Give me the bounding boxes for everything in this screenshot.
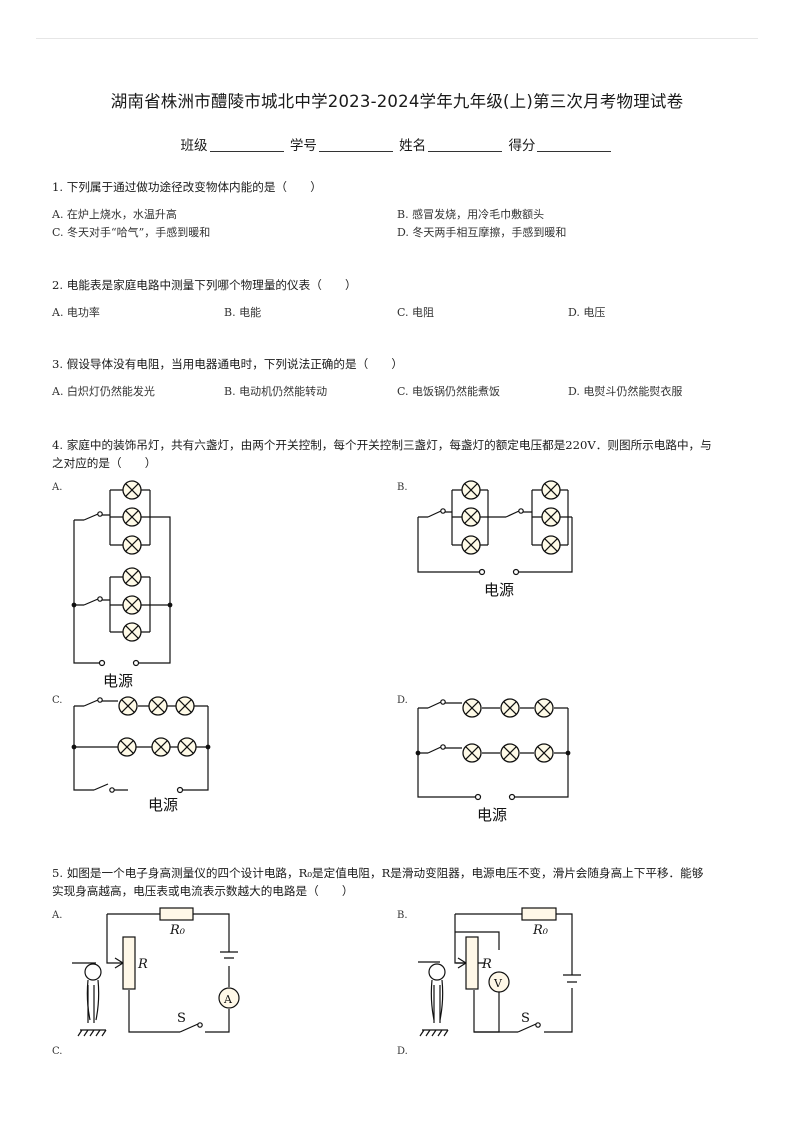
q5-a-rheostat [122,936,136,990]
name-label: 姓名 [399,138,427,154]
q4-option-a-letter[interactable]: A. [52,482,63,493]
q3-option-d[interactable]: D. 电熨斗仍然能熨衣服 [568,385,683,398]
q2-option-c[interactable]: C. 电阻 [397,306,435,319]
q2-option-a[interactable]: A. 电功率 [52,306,100,319]
student-no-label: 学号 [289,138,317,154]
q5-b-person-body-icon [430,979,444,1021]
q5-a-r0-label: R₀ [169,923,186,938]
q2-option-b[interactable]: B. 电能 [224,306,262,319]
question-3-stem: 3. 假设导体没有电阻，当用电器通电时，下列说法正确的是（ ） [52,357,403,371]
question-5-stem-line2: 实现身高越高，电压表或电流表示数越大的电路是（ ） [52,884,354,898]
q5-b-slider-icon [457,957,467,969]
question-4-stem-line2: 之对应的是（ ） [52,456,157,470]
q1-option-c[interactable]: C. 冬天对手“哈气”，手感到暖和 [52,226,211,239]
q5-a-r0 [159,907,194,921]
q5-option-d-letter[interactable]: D. [397,1046,408,1057]
q1-option-a[interactable]: A. 在炉上烧水，水温升高 [52,208,177,221]
q5-b-r-label: R [481,957,492,972]
class-label: 班级 [180,138,208,154]
q4-circuit-c[interactable] [71,697,211,794]
q5-option-a-letter[interactable]: A. [52,910,63,921]
q3-option-a[interactable]: A. 白炽灯仍然能发光 [52,385,155,398]
student-info-line: 班级 学号 姓名 得分 [0,134,794,154]
q5-b-voltmeter-icon [488,971,510,993]
q5-a-ammeter-label: A [223,993,233,1006]
q4-a-source-label: 电源 [103,672,133,690]
q5-b-r0 [521,907,557,921]
q4-b-source-label: 电源 [484,581,514,599]
q4-option-d-letter[interactable]: D. [397,695,408,706]
q5-b-s-label: S [521,1011,530,1026]
q5-option-b-letter[interactable]: B. [397,910,408,921]
name-blank[interactable] [428,150,503,152]
question-2-stem: 2. 电能表是家庭电路中测量下列哪个物理量的仪表（ ） [52,278,357,292]
q4-option-c-letter[interactable]: C. [52,695,63,706]
class-blank[interactable] [209,150,284,152]
q4-circuit-a[interactable] [71,489,173,667]
score-blank[interactable] [537,150,612,152]
q5-a-person-body-icon [86,979,100,1021]
score-label: 得分 [508,138,536,154]
q1-option-b[interactable]: B. 感冒发烧，用冷毛巾敷额头 [397,208,545,221]
q3-option-c[interactable]: C. 电饭锅仍然能煮饭 [397,385,501,398]
q5-b-rheostat [465,936,479,990]
q4-option-b-letter[interactable]: B. [397,482,408,493]
q5-a-r-label: R [137,957,148,972]
q2-option-d[interactable]: D. 电压 [568,306,606,319]
question-1-stem: 1. 下列属于通过做功途径改变物体内能的是（ ） [52,180,322,194]
q1-option-d[interactable]: D. 冬天两手相互摩擦，手感到暖和 [397,226,567,239]
q5-b-voltmeter-label: V [493,977,503,990]
paper-title: 湖南省株洲市醴陵市城北中学2023-2024学年九年级(上)第三次月考物理试卷 [110,92,684,111]
question-4-stem-line1: 4. 家庭中的装饰吊灯，共有六盏灯，由两个开关控制，每个开关控制三盏灯，每盏灯的… [52,438,712,452]
q4-d-source-label: 电源 [477,806,507,824]
q5-a-person-head-icon [84,963,102,981]
q5-b-r0-label: R₀ [532,923,549,938]
q5-b-person-head-icon [428,963,446,981]
q4-circuit-d[interactable] [415,699,571,801]
q5-circuit-b[interactable] [418,913,581,1037]
header-rule [36,38,758,39]
q5-circuit-a[interactable] [72,913,238,1037]
q4-circuit-b[interactable] [417,489,573,576]
q5-option-c-letter[interactable]: C. [52,1046,63,1057]
q5-a-slider-icon [114,957,124,969]
q3-option-b[interactable]: B. 电动机仍然能转动 [224,385,328,398]
question-5-stem-line1: 5. 如图是一个电子身高测量仪的四个设计电路，R₀是定值电阻，R是滑动变阻器，电… [52,866,704,880]
q4-c-source-label: 电源 [148,796,178,814]
student-no-blank[interactable] [318,150,393,152]
q5-a-s-label: S [177,1011,186,1026]
q5-a-ammeter-icon [218,987,240,1009]
